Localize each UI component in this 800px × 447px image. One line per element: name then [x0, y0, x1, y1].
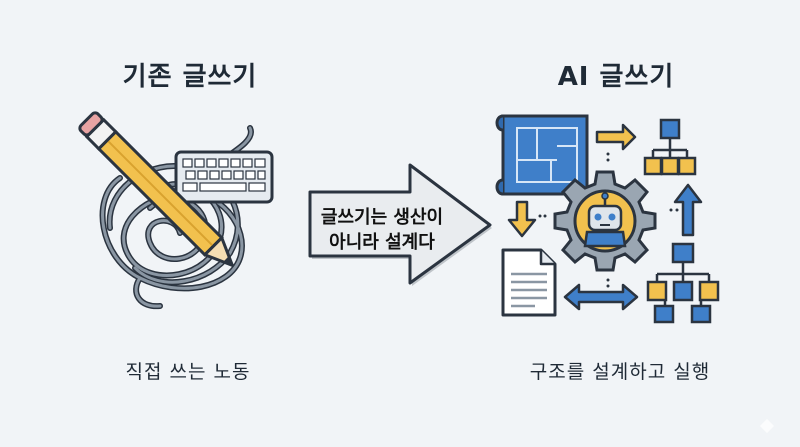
keyboard-icon — [174, 150, 274, 204]
ai-writing-heading: AI 글쓰기 — [557, 62, 675, 92]
arrow-message-line2: 아니라 설계다 — [329, 232, 435, 253]
central-arrow — [308, 163, 492, 286]
document-icon — [501, 248, 557, 317]
flowchart-icon — [646, 242, 720, 324]
robot-gear-icon — [553, 170, 657, 272]
ai-writing-caption: 구조를 설계하고 실행 — [529, 361, 711, 383]
old-writing-heading: 기존 글쓰기 — [122, 62, 258, 92]
hierarchy-chart-icon — [643, 118, 697, 176]
old-writing-caption: 직접 쓰는 노동 — [125, 361, 251, 383]
arrow-to-hierarchy-icon — [595, 123, 637, 151]
arrow-message: 글쓰기는 생산이 아니라 설계다 — [304, 205, 460, 255]
sparkle-icon — [759, 418, 775, 434]
old-writing-illustration — [78, 111, 274, 310]
bidirectional-arrow-icon — [563, 283, 639, 311]
arrow-message-line1: 글쓰기는 생산이 — [320, 207, 444, 228]
arrow-up-icon — [673, 183, 703, 237]
ai-writing-illustration — [495, 114, 720, 324]
arrow-down-icon — [507, 200, 537, 238]
pencil-icon — [78, 111, 234, 267]
